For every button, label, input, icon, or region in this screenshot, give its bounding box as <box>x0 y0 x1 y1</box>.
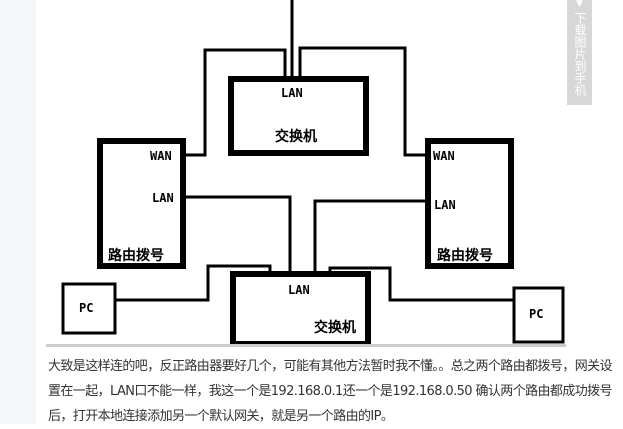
right-router-wan: WAN <box>433 149 455 163</box>
right-pc-label: PC <box>529 307 543 321</box>
bottom-switch-name: 交换机 <box>314 319 356 336</box>
top-switch-port: LAN <box>281 86 303 100</box>
right-router-name: 路由拨号 <box>437 247 493 264</box>
left-router-box <box>97 138 186 269</box>
left-pc-box <box>61 282 117 335</box>
bottom-switch-box <box>230 271 371 347</box>
connection-lines <box>115 0 513 302</box>
left-lan-line <box>185 195 292 272</box>
download-icon: ▼ <box>576 0 583 9</box>
left-router-wan: WAN <box>150 149 172 163</box>
left-router-name: 路由拨号 <box>108 247 164 264</box>
right-wan-line <box>298 46 426 157</box>
right-router-box <box>425 138 514 269</box>
article-paragraph: 大致是这样连的吧，反正路由器要好几个，可能有其他方法暂时我不懂。。总之两个路由都… <box>48 359 613 424</box>
network-diagram: LAN 交换机 WAN LAN 路由拨号 WAN LAN 路由拨号 LAN 交换… <box>61 0 565 347</box>
left-pc-label: PC <box>79 301 93 315</box>
right-pc-box <box>512 286 565 344</box>
download-label: 下载图片到手机 <box>573 12 587 96</box>
left-wan-line <box>185 48 287 157</box>
left-router-lan: LAN <box>152 191 174 205</box>
divider <box>46 344 566 347</box>
left-margin <box>0 0 36 424</box>
right-pc-line <box>328 266 513 302</box>
right-router-lan: LAN <box>434 198 456 212</box>
download-to-phone-button[interactable]: ▼ 下载图片到手机 <box>567 0 592 105</box>
bottom-switch-port: LAN <box>288 283 310 297</box>
top-switch-box <box>228 76 369 156</box>
right-lan-line <box>313 199 426 272</box>
top-switch-name: 交换机 <box>275 128 317 145</box>
left-pc-line <box>115 264 272 302</box>
